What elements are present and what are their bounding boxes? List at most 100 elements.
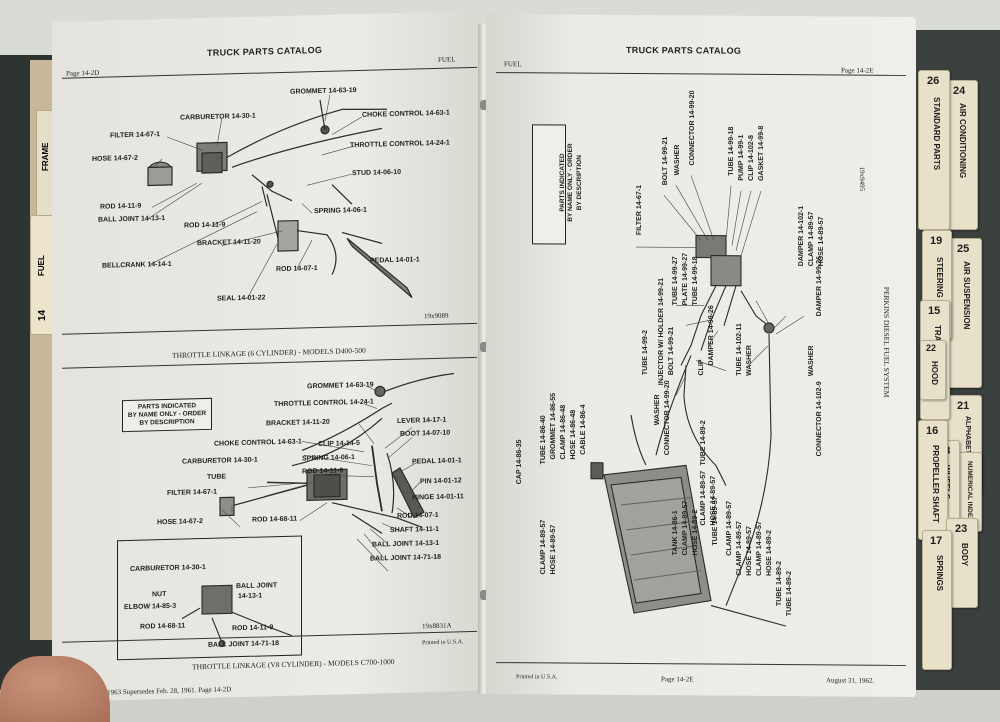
right-part-label: TUBE 14-102-11 — [736, 323, 743, 376]
tab-16-number: 16 — [926, 425, 939, 437]
right-part-label: CLAMP 14-86-48 — [560, 404, 567, 460]
inset-label-rod11: ROD 14-11-9 — [232, 624, 274, 633]
label-spring: SPRING 14-06-1 — [314, 206, 367, 216]
tab-17-number: 17 — [930, 535, 943, 547]
tab-23-label: BODY — [960, 543, 969, 567]
inset-label-elbow: ELBOW 14-85-3 — [124, 602, 177, 612]
tab-25-label: AIR SUSPENSION — [962, 261, 971, 330]
right-part-label: HOSE 14-89-57 — [550, 524, 557, 575]
right-part-label: GROMMET 14-86-55 — [550, 392, 557, 460]
label-b-boot: BOOT 14-07-10 — [400, 429, 451, 438]
tab-17-springs[interactable]: 17 SPRINGS — [922, 530, 952, 670]
tab-21-number: 21 — [957, 400, 970, 412]
label-b-spring: SPRING 14-06-1 — [302, 454, 355, 463]
tab-22-number: 22 — [926, 343, 937, 353]
label-rod-1: ROD 14-11-9 — [100, 202, 142, 211]
right-printed: Printed in U.S.A. — [516, 674, 558, 681]
right-part-label: HOSE 14-89-2 — [766, 530, 773, 577]
right-part-label: CLIP 14-102-8 — [748, 135, 755, 181]
tab-19-label: STEERING — [935, 257, 944, 298]
right-part-label: BOLT 14-99-21 — [668, 326, 675, 376]
label-b-rod07: ROD 14-07-1 — [397, 511, 439, 520]
left-printed: Printed in U.S.A. — [422, 639, 464, 647]
inset-label-rod68: ROD 14-68-11 — [140, 622, 186, 631]
tab-16-propeller-shaft[interactable]: 16 PROPELLER SHAFT — [918, 420, 948, 540]
label-b-tube: TUBE — [207, 473, 227, 481]
right-part-label: WASHER — [674, 144, 681, 176]
inset-label-bj-top: BALL JOINT — [236, 582, 278, 591]
tab-17-label: SPRINGS — [935, 555, 944, 592]
label-b-filter: FILTER 14-67-1 — [167, 488, 218, 497]
right-part-label: CLAMP 14-89-57 — [726, 500, 733, 556]
right-part-label: CLAMP 14-89-57 — [682, 500, 689, 556]
right-part-label: GASKET 14-99-8 — [758, 125, 765, 181]
right-part-label: TUBE 14-89-57 — [712, 496, 719, 546]
right-part-label: CLAMP 14-89-57 — [540, 519, 547, 575]
right-part-label: CLAMP 14-89-57 — [756, 521, 763, 576]
label-b-hinge: HINGE 14-01-11 — [412, 493, 464, 502]
label-stud: STUD 14-06-10 — [352, 168, 402, 178]
label-hose: HOSE 14-67-2 — [92, 154, 138, 163]
label-b-pin: PIN 14-01-12 — [420, 477, 462, 486]
right-part-label: TUBE 14-99-2 — [642, 329, 649, 376]
tab-24-number: 24 — [953, 85, 966, 97]
right-part-label: DAMPER 14-99-26 — [708, 305, 715, 366]
right-part-label: PLATE 14-99-27 — [682, 252, 689, 306]
left-line-drawings — [146, 94, 455, 648]
right-part-label: HOSE 14-89-2 — [692, 509, 699, 556]
right-part-label: TUBE 14-89-2 — [776, 560, 783, 607]
label-rod-3: ROD 14-07-1 — [276, 265, 318, 274]
tab-22-hood[interactable]: 22 HOOD — [920, 340, 946, 400]
right-part-label: HOSE 14-89-57 — [818, 216, 825, 267]
right-part-label: CAP 14-86-35 — [516, 439, 523, 485]
right-page: TRUCK PARTS CATALOG FUEL Page 14-2E PART… — [486, 14, 916, 698]
right-part-label: CLAMP 14-89-57 — [736, 521, 743, 576]
right-part-label: PUMP 14-99-1 — [738, 134, 745, 181]
right-part-label: WASHER — [746, 345, 753, 376]
label-b-rod68: ROD 14-68-11 — [252, 515, 298, 524]
right-footer-page: Page 14-2E — [661, 675, 694, 684]
tab-16-propeller-label: PROPELLER SHAFT — [931, 445, 940, 523]
right-part-label: FILTER 14-67-1 — [636, 184, 643, 236]
label-b-clip: CLIP 14-14-5 — [318, 439, 360, 449]
inset-label-bj-top-num: 14-13-1 — [238, 592, 263, 601]
label-b-rod: ROD 14-11-9 — [302, 467, 344, 476]
right-part-label: CLAMP 14-89-57 — [700, 470, 707, 526]
left-tab-frame-label: FRAME — [41, 142, 50, 171]
inset-label-nut: NUT — [152, 591, 167, 599]
right-part-label: WASHER — [808, 345, 815, 377]
tab-25-number: 25 — [957, 243, 970, 255]
right-part-label: HOSE 14-89-57 — [746, 526, 753, 576]
right-part-label: DAMPER 14-102-1 — [798, 205, 805, 267]
right-part-label: TUBE 14-99-18 — [692, 256, 699, 306]
parts-note-box-left: PARTS INDICATED BY NAME ONLY - ORDER BY … — [122, 397, 212, 433]
tab-19-number: 19 — [930, 235, 943, 247]
right-part-label: CLAMP 14-89-57 — [808, 211, 815, 267]
right-part-label: TUBE 14-99-27 — [672, 256, 679, 306]
right-part-label: CONNECTOR 14-102-9 — [816, 381, 823, 457]
label-b-shaft: SHAFT 14-11-1 — [390, 525, 440, 535]
right-part-label: HOSE 14-86-48 — [570, 409, 577, 460]
right-part-label: CONNECTOR 14-99-20 — [664, 380, 671, 456]
right-part-label: WASHER — [654, 394, 661, 426]
figure-id-bottom: 19x8831A — [422, 621, 452, 631]
tab-16-numerical-label: NUMERICAL INDEX — [966, 461, 973, 522]
left-tab-fuel-number: 14 — [37, 309, 48, 321]
tab-26-standard-parts[interactable]: 26 STANDARD PARTS — [918, 70, 950, 230]
tab-22-label: HOOD — [930, 361, 939, 385]
label-b-hose: HOSE 14-67-2 — [157, 518, 203, 527]
right-part-label: CONNECTOR 14-99-20 — [689, 90, 696, 166]
right-part-label: TUBE 14-89-2 — [700, 420, 707, 466]
right-part-label: CLIP — [698, 359, 705, 376]
right-part-label: INJECTOR W/ HOLDER 14-99-21 — [658, 277, 665, 386]
right-part-label: BOLT 14-99-21 — [662, 136, 669, 186]
thumb-holding-page — [0, 656, 110, 722]
left-tab-fuel-label: FUEL — [37, 255, 46, 276]
right-part-label: TUBE 14-99-18 — [728, 126, 735, 176]
section-tabs: 24 AIR CONDITIONING 26 STANDARD PARTS 25… — [912, 40, 1000, 690]
tab-26-number: 26 — [927, 75, 940, 87]
right-part-label: CABLE 14-86-4 — [580, 404, 587, 455]
tab-26-label: STANDARD PARTS — [932, 97, 941, 171]
right-part-label: TANK 14-86-1 — [672, 510, 679, 556]
